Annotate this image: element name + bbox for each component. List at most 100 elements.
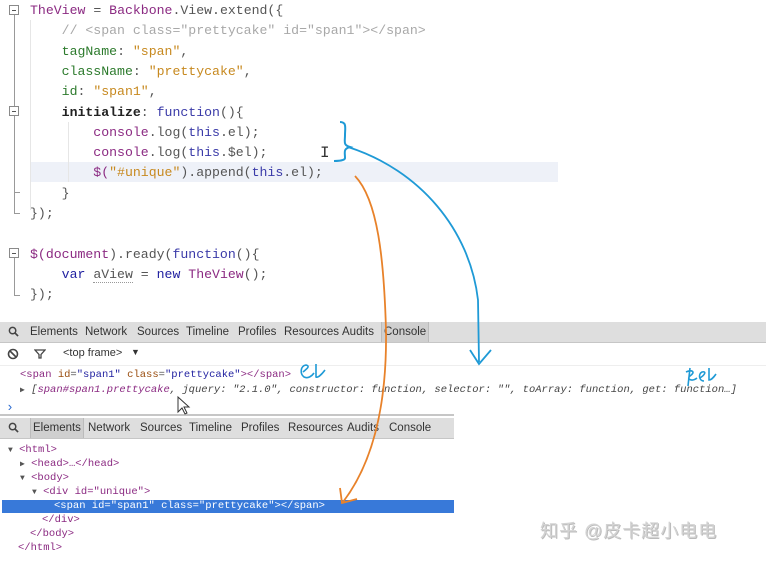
fold-guide-end [14, 192, 20, 193]
text-cursor-icon: I [320, 144, 330, 162]
collapse-arrow-icon[interactable]: ▼ [8, 446, 13, 455]
dom-node[interactable]: ▼ <body> [20, 471, 69, 485]
code-line[interactable]: var aView = new TheView(); [30, 265, 267, 285]
expand-arrow-icon[interactable]: ▶ [20, 460, 25, 469]
tab-audits[interactable]: Audits [342, 326, 374, 338]
code-token: "span" [132, 43, 181, 59]
tab-elements[interactable]: Elements [30, 326, 78, 338]
fold-toggle-icon[interactable] [9, 5, 19, 15]
dom-node-selected[interactable]: <span id="span1" class="prettycake"></sp… [54, 499, 325, 513]
collapse-arrow-icon[interactable]: ▼ [20, 474, 25, 483]
code-token: $( [30, 165, 110, 181]
code-line[interactable]: id: "span1", [30, 82, 157, 102]
code-line[interactable]: className: "prettycake", [30, 62, 252, 82]
code-token: }); [30, 206, 54, 221]
tab-sources[interactable]: Sources [137, 326, 180, 338]
tab-network[interactable]: Network [88, 422, 131, 434]
dom-node-text: <html> [19, 444, 57, 456]
code-token: , [180, 43, 189, 59]
code-line[interactable]: console.log(this.$el); [30, 143, 267, 163]
dom-node[interactable]: </html> [18, 541, 62, 555]
code-line[interactable]: }); [30, 204, 54, 224]
code-token: "#unique" [109, 165, 181, 181]
code-token: ).ready( [109, 246, 173, 262]
dom-node[interactable]: ▼ <div id="unique"> [32, 485, 150, 499]
fold-toggle-icon[interactable] [9, 106, 19, 116]
code-token: console [30, 145, 149, 161]
tab-sources[interactable]: Sources [140, 422, 183, 434]
code-token: this [188, 145, 220, 161]
code-token: document [45, 246, 110, 262]
code-line[interactable]: $(document).ready(function(){ [30, 245, 260, 265]
code-token: }); [30, 287, 54, 303]
collapse-arrow-icon[interactable]: ▼ [32, 488, 37, 497]
watermark: 知乎 @皮卡超小电电 [540, 521, 718, 541]
tab-profiles[interactable]: Profiles [238, 326, 277, 338]
dom-node-text: </body> [30, 528, 75, 540]
code-token: "prettycake" [148, 63, 244, 79]
tab-profiles[interactable]: Profiles [241, 422, 280, 434]
code-token: .el); [283, 165, 323, 181]
fold-guide-end [14, 295, 20, 296]
code-line[interactable]: initialize: function(){ [30, 103, 244, 123]
search-icon[interactable] [8, 422, 19, 433]
code-line[interactable]: TheView = Backbone.View.extend({ [30, 1, 283, 21]
code-line[interactable]: console.log(this.el); [30, 123, 259, 143]
fold-toggle-icon[interactable] [9, 248, 19, 258]
code-token: this [188, 124, 220, 140]
devtools-tabbar: Elements Network Sources Timeline Profil… [0, 418, 454, 439]
indent-guide [30, 20, 31, 210]
code-token: Backbone [109, 3, 173, 18]
tab-timeline[interactable]: Timeline [189, 422, 233, 434]
expand-arrow-icon[interactable]: ▶ [20, 386, 25, 395]
tab-console[interactable]: Console [381, 322, 430, 342]
dom-node-text: <head>…</head> [31, 458, 120, 470]
code-editor[interactable]: TheView = Backbone.View.extend({ // <spa… [0, 0, 766, 322]
tab-audits[interactable]: Audits [347, 422, 379, 434]
dom-node-text: </div> [42, 514, 80, 526]
filter-icon[interactable] [34, 348, 46, 360]
code-line[interactable]: } [30, 184, 70, 204]
code-line[interactable]: $("#unique").append(this.el); [30, 163, 323, 183]
console-log-jquery-object[interactable]: ▶ [span#span1.prettycake, jquery: "2.1.0… [20, 384, 737, 396]
code-token: .log( [148, 145, 189, 161]
code-token: TheView [188, 266, 244, 282]
code-token: .log( [148, 124, 189, 140]
code-token: : [132, 63, 149, 79]
code-token: .$el); [219, 145, 268, 161]
code-line[interactable]: // <span class="prettycake" id="span1"><… [30, 21, 426, 41]
fold-guide-end [14, 213, 20, 214]
tab-console[interactable]: Console [389, 422, 432, 434]
clear-console-icon[interactable] [7, 348, 19, 360]
console-log-el[interactable]: <span id="span1" class="prettycake"></sp… [20, 369, 292, 381]
tab-elements[interactable]: Elements [30, 418, 84, 438]
code-line[interactable]: }); [30, 285, 54, 305]
code-token: : [117, 43, 133, 59]
devtools-elements-panel: Elements Network Sources Timeline Profil… [0, 418, 454, 561]
dom-node-text: <body> [31, 472, 69, 484]
tab-resources[interactable]: Resources [288, 422, 343, 434]
devtools-console-panel: Elements Network Sources Timeline Profil… [0, 322, 766, 416]
tab-resources[interactable]: Resources [284, 326, 339, 338]
frame-selector[interactable]: <top frame> [63, 347, 123, 359]
code-token: id [30, 84, 78, 100]
devtools-tabbar: Elements Network Sources Timeline Profil… [0, 322, 430, 343]
code-token: ).append( [180, 165, 252, 181]
code-line[interactable]: tagName: "span", [30, 42, 189, 62]
dom-node[interactable]: </div> [42, 513, 80, 527]
code-token: = [85, 3, 110, 18]
tab-timeline[interactable]: Timeline [186, 326, 230, 338]
console-toolbar: <top frame> ▼ [0, 344, 766, 364]
dom-node-text: <div id="unique"> [43, 486, 151, 498]
devtools-tabbar-fill [430, 322, 766, 343]
tab-network[interactable]: Network [85, 326, 128, 338]
search-icon[interactable] [8, 326, 19, 337]
fold-guide [14, 258, 15, 295]
code-token: console [30, 124, 149, 140]
frame-dropdown-arrow-icon[interactable]: ▼ [131, 347, 140, 357]
dom-node[interactable]: </body> [30, 527, 74, 541]
dom-node[interactable]: ▼ <html> [8, 443, 57, 457]
console-prompt[interactable]: › [6, 400, 14, 415]
dom-node[interactable]: ▶ <head>…</head> [20, 457, 119, 471]
code-token: "span1" [93, 84, 149, 100]
